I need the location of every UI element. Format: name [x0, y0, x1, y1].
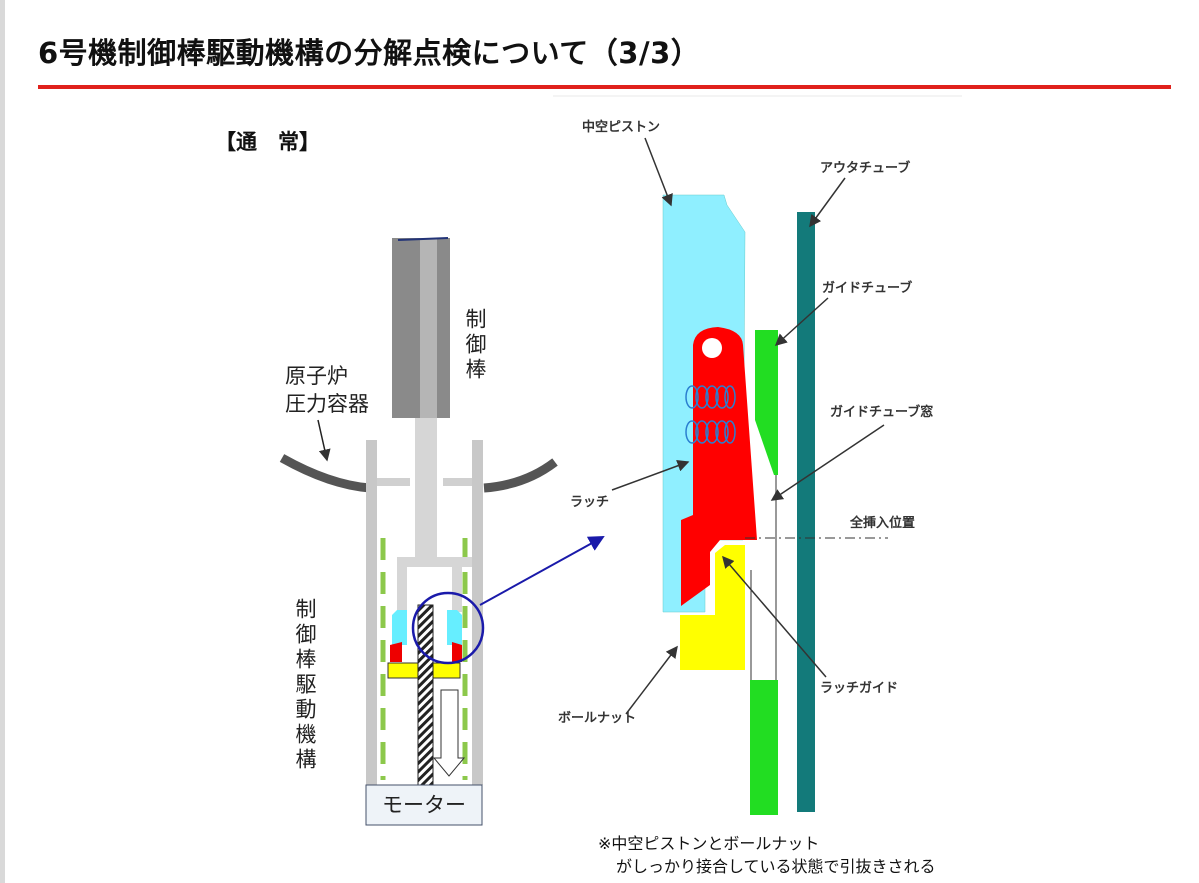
crdm-label: 制御棒駆動機構	[293, 598, 317, 773]
lead-screw	[417, 604, 434, 786]
slide-edge	[0, 0, 5, 883]
rod-stem	[415, 418, 437, 560]
detail-callout-circle	[411, 591, 485, 665]
pressure-vessel-wall	[279, 454, 558, 493]
full-insertion-label: 全挿入位置	[849, 515, 915, 531]
outer-tube-label: アウタチューブ	[820, 160, 910, 176]
motor-box	[365, 784, 483, 826]
footnote-line-1: ※中空ピストンとボールナット	[598, 834, 820, 853]
latch-guide-label: ラッチガイド	[820, 681, 898, 696]
title-divider	[38, 85, 1171, 89]
latch-label: ラッチ	[570, 495, 609, 510]
pressure-vessel-label-1: 原子炉	[285, 364, 348, 388]
detail-diagram: 中空ピストン アウタチューブ ガイドチューブ ガイドチューブ窓 ラッチ 全挿入位…	[553, 95, 962, 815]
footnote: ※中空ピストンとボールナット がしっかり接合している状態で引抜きされる	[598, 832, 936, 878]
section-label: 【通 常】	[215, 130, 320, 154]
motor-label: モーター	[382, 793, 466, 817]
guide-tube-lower	[750, 680, 778, 815]
control-rod-label: 制御棒	[463, 308, 487, 383]
hollow-piston-mini	[392, 610, 462, 645]
guide-tube-label: ガイドチューブ	[822, 280, 912, 296]
down-arrow-icon	[432, 689, 466, 777]
footnote-line-2: がしっかり接合している状態で引抜きされる	[616, 857, 936, 876]
ball-nut-label: ボールナット	[558, 710, 636, 726]
overview-diagram: モーター 原子炉 圧力容器	[279, 237, 605, 826]
outer-housing-left	[366, 440, 377, 785]
pressure-vessel-label-2: 圧力容器	[285, 392, 369, 416]
latch-mini	[390, 642, 462, 662]
outer-tube	[797, 212, 815, 812]
page-title: 6号機制御棒駆動機構の分解点検について（3/3）	[38, 36, 701, 70]
latch-pin	[702, 338, 722, 358]
ball-nut	[680, 545, 745, 670]
latch-spring	[685, 385, 736, 444]
guide-tube-upper	[755, 330, 778, 475]
outer-housing-right	[472, 440, 483, 785]
hollow-piston-label: 中空ピストン	[582, 119, 660, 135]
guide-tube-window-label: ガイドチューブ窓	[830, 404, 933, 420]
detail-callout-arrow	[479, 536, 605, 606]
latch	[681, 327, 757, 606]
